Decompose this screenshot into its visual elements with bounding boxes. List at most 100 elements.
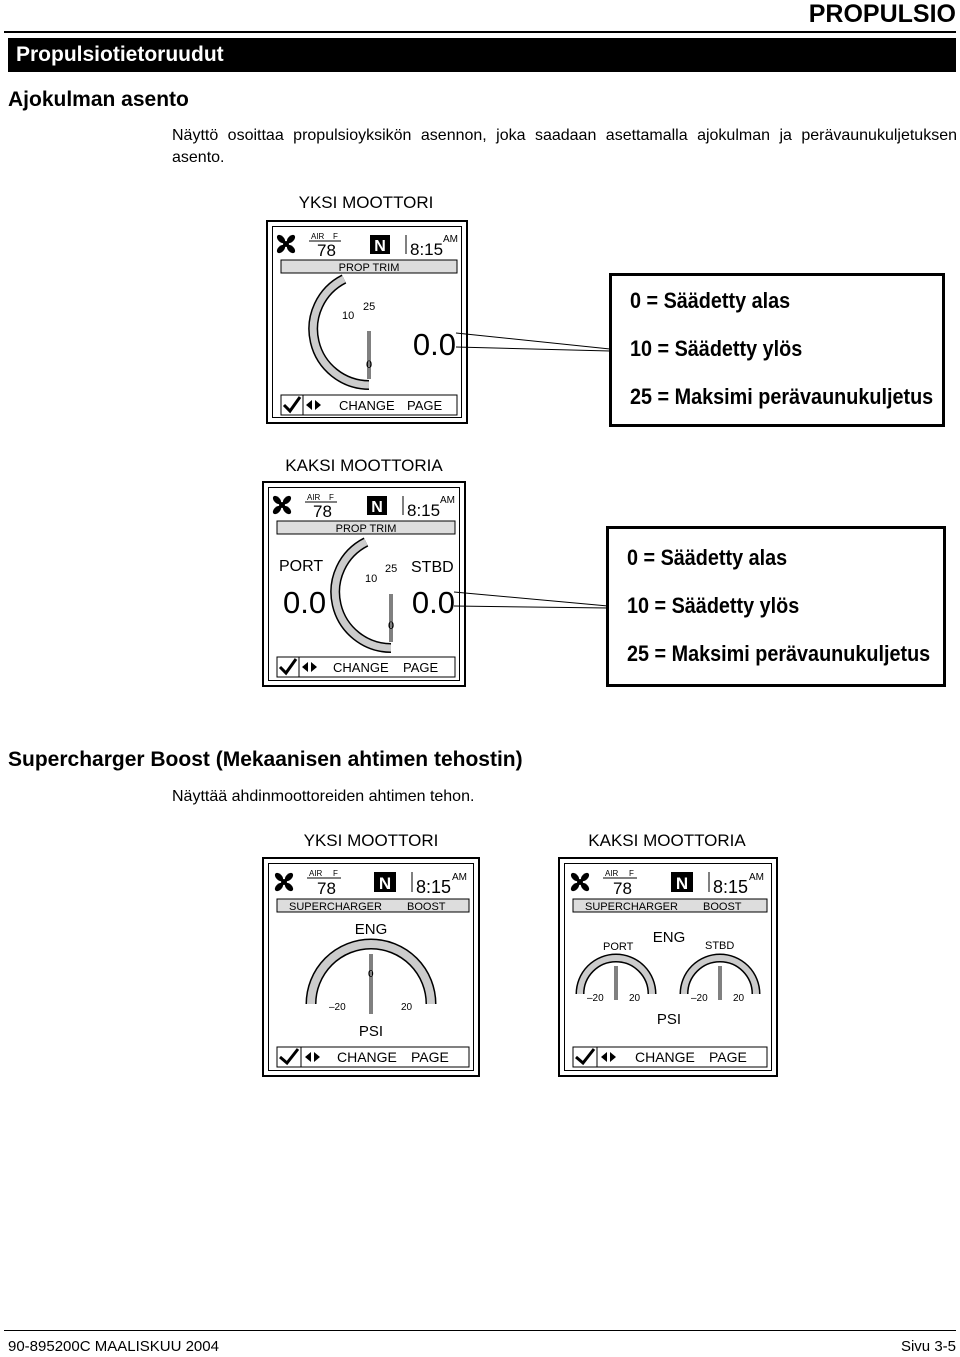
air-temperature: 78 [317,241,336,260]
stbd-tick-max: 20 [733,993,745,1004]
port-tick-max: 20 [629,993,641,1004]
footer-document-code: 90-895200C MAALISKUU 2004 [8,1338,219,1355]
stbd-label: STBD [705,940,734,952]
psi-label: PSI [657,1011,681,1028]
page-section-title: PROPULSIO [808,0,956,28]
clock-ampm: AM [440,495,455,506]
trim-dual-caption: KAKSI MOOTTORIA [285,456,443,475]
psi-label: PSI [359,1023,383,1040]
stbd-trim-value: 0.0 [412,585,455,620]
trim-paragraph: Näyttö osoittaa propulsioyksikön asennon… [172,127,957,166]
left-right-arrows-icon [306,400,321,410]
supercharger-title: SUPERCHARGER [289,901,382,913]
trim-tick-10: 10 [365,573,377,585]
boost-dual-screen: AIR F 78 N 8:15 AM SUPERCHARGER BOOST PO… [558,857,778,1077]
boost-tick-min: –20 [329,1002,346,1013]
air-temperature: 78 [613,879,632,898]
temp-unit-label: F [333,232,338,241]
gear-indicator [370,235,390,254]
boost-single-screen: AIR F 78 N 8:15 AM SUPERCHARGER BOOST EN… [262,857,480,1077]
checkmark-icon [279,1048,300,1066]
eng-label: ENG [653,929,686,946]
temp-unit-label: F [629,869,634,878]
checkmark-icon [282,396,302,414]
change-page-bar[interactable] [302,394,458,416]
trim-dual-display: AIR F 78 N 8:15 AM PROP TRIM PORT STBD 0… [272,493,456,678]
gear-indicator [671,872,693,892]
air-label: AIR [311,232,325,241]
port-label: PORT [279,558,323,575]
trim-tick-25: 25 [385,563,397,575]
change-label: CHANGE [339,398,395,413]
trim-single-screen: AIR F 78 N 8:15 AM PROP TRIM 10 25 0 0.0 [266,220,468,424]
trim-heading: Ajokulman asento [8,88,189,111]
gear-indicator [367,496,387,515]
left-right-arrows-icon [601,1052,616,1062]
fan-icon [276,234,296,254]
left-right-arrows-icon [305,1052,320,1062]
temp-unit-label: F [329,493,334,502]
trim-tick-0: 0 [388,620,394,632]
boost-title: BOOST [703,901,742,913]
air-temperature: 78 [313,502,332,521]
legend-line-0: 0 = Säädetty alas [630,288,791,313]
boost-dual-display: AIR F 78 N 8:15 AM SUPERCHARGER BOOST PO… [570,869,768,1068]
footer-page-number: Sivu 3-5 [900,1338,956,1355]
fan-icon [274,872,294,892]
trim-single-display: AIR F 78 N 8:15 AM PROP TRIM 10 25 0 0.0 [276,232,458,416]
clock-ampm: AM [749,872,764,883]
change-page-bar[interactable] [596,1046,768,1068]
boost-single-caption: YKSI MOOTTORI [303,831,439,850]
change-label: CHANGE [337,1049,397,1065]
clock-ampm: AM [443,234,458,245]
eng-label: ENG [355,921,388,938]
air-label: AIR [307,493,321,502]
page-label: PAGE [709,1049,747,1065]
air-temperature: 78 [317,879,336,898]
page-label: PAGE [411,1049,449,1065]
checkmark-icon [575,1048,596,1066]
legend-line-25: 25 = Maksimi perävaunukuljetus [627,641,931,666]
legend-line-10: 10 = Säädetty ylös [627,593,800,618]
boost-paragraph: Näyttää ahdinmoottoreiden ahtimen tehon. [172,788,475,805]
trim-single-caption: YKSI MOOTTORI [298,193,434,212]
header-divider [4,31,956,33]
boost-tick-max: 20 [401,1002,413,1013]
prop-trim-title: PROP TRIM [336,523,397,535]
boost-title: BOOST [407,901,446,913]
clock-time: 8:15 [416,877,451,897]
gear-letter: N [379,874,391,893]
clock-time: 8:15 [407,501,440,520]
stbd-tick-min: –20 [691,993,708,1004]
clock-ampm: AM [452,872,467,883]
clock-time: 8:15 [713,877,748,897]
trim-legend-single: 0 = Säädetty alas 10 = Säädetty ylös 25 … [609,273,945,427]
change-label: CHANGE [635,1049,695,1065]
legend-line-10: 10 = Säädetty ylös [630,336,803,361]
trim-value: 0.0 [413,327,456,362]
page-label: PAGE [407,398,442,413]
stbd-label: STBD [411,559,454,576]
checkmark-icon [278,658,298,676]
gear-letter: N [374,238,386,255]
footer-divider [4,1330,956,1331]
port-tick-min: –20 [587,993,604,1004]
legend-line-0: 0 = Säädetty alas [627,545,788,570]
boost-single-display: AIR F 78 N 8:15 AM SUPERCHARGER BOOST EN… [274,869,470,1068]
change-page-bar[interactable] [300,1046,470,1068]
clock-time: 8:15 [410,240,443,259]
boost-dual-caption: KAKSI MOOTTORIA [588,831,746,850]
temp-unit-label: F [333,869,338,878]
boost-heading: Supercharger Boost (Mekaanisen ahtimen t… [8,748,523,771]
trim-legend-dual: 0 = Säädetty alas 10 = Säädetty ylös 25 … [606,526,946,687]
port-label: PORT [603,941,634,953]
gear-letter: N [371,499,383,516]
left-right-arrows-icon [302,662,317,672]
supercharger-title: SUPERCHARGER [585,901,678,913]
fan-icon [570,872,590,892]
port-trim-value: 0.0 [283,585,326,620]
trim-tick-25: 25 [363,301,375,313]
fan-icon [272,495,292,515]
change-page-bar[interactable] [298,656,456,678]
trim-tick-0: 0 [366,359,372,371]
